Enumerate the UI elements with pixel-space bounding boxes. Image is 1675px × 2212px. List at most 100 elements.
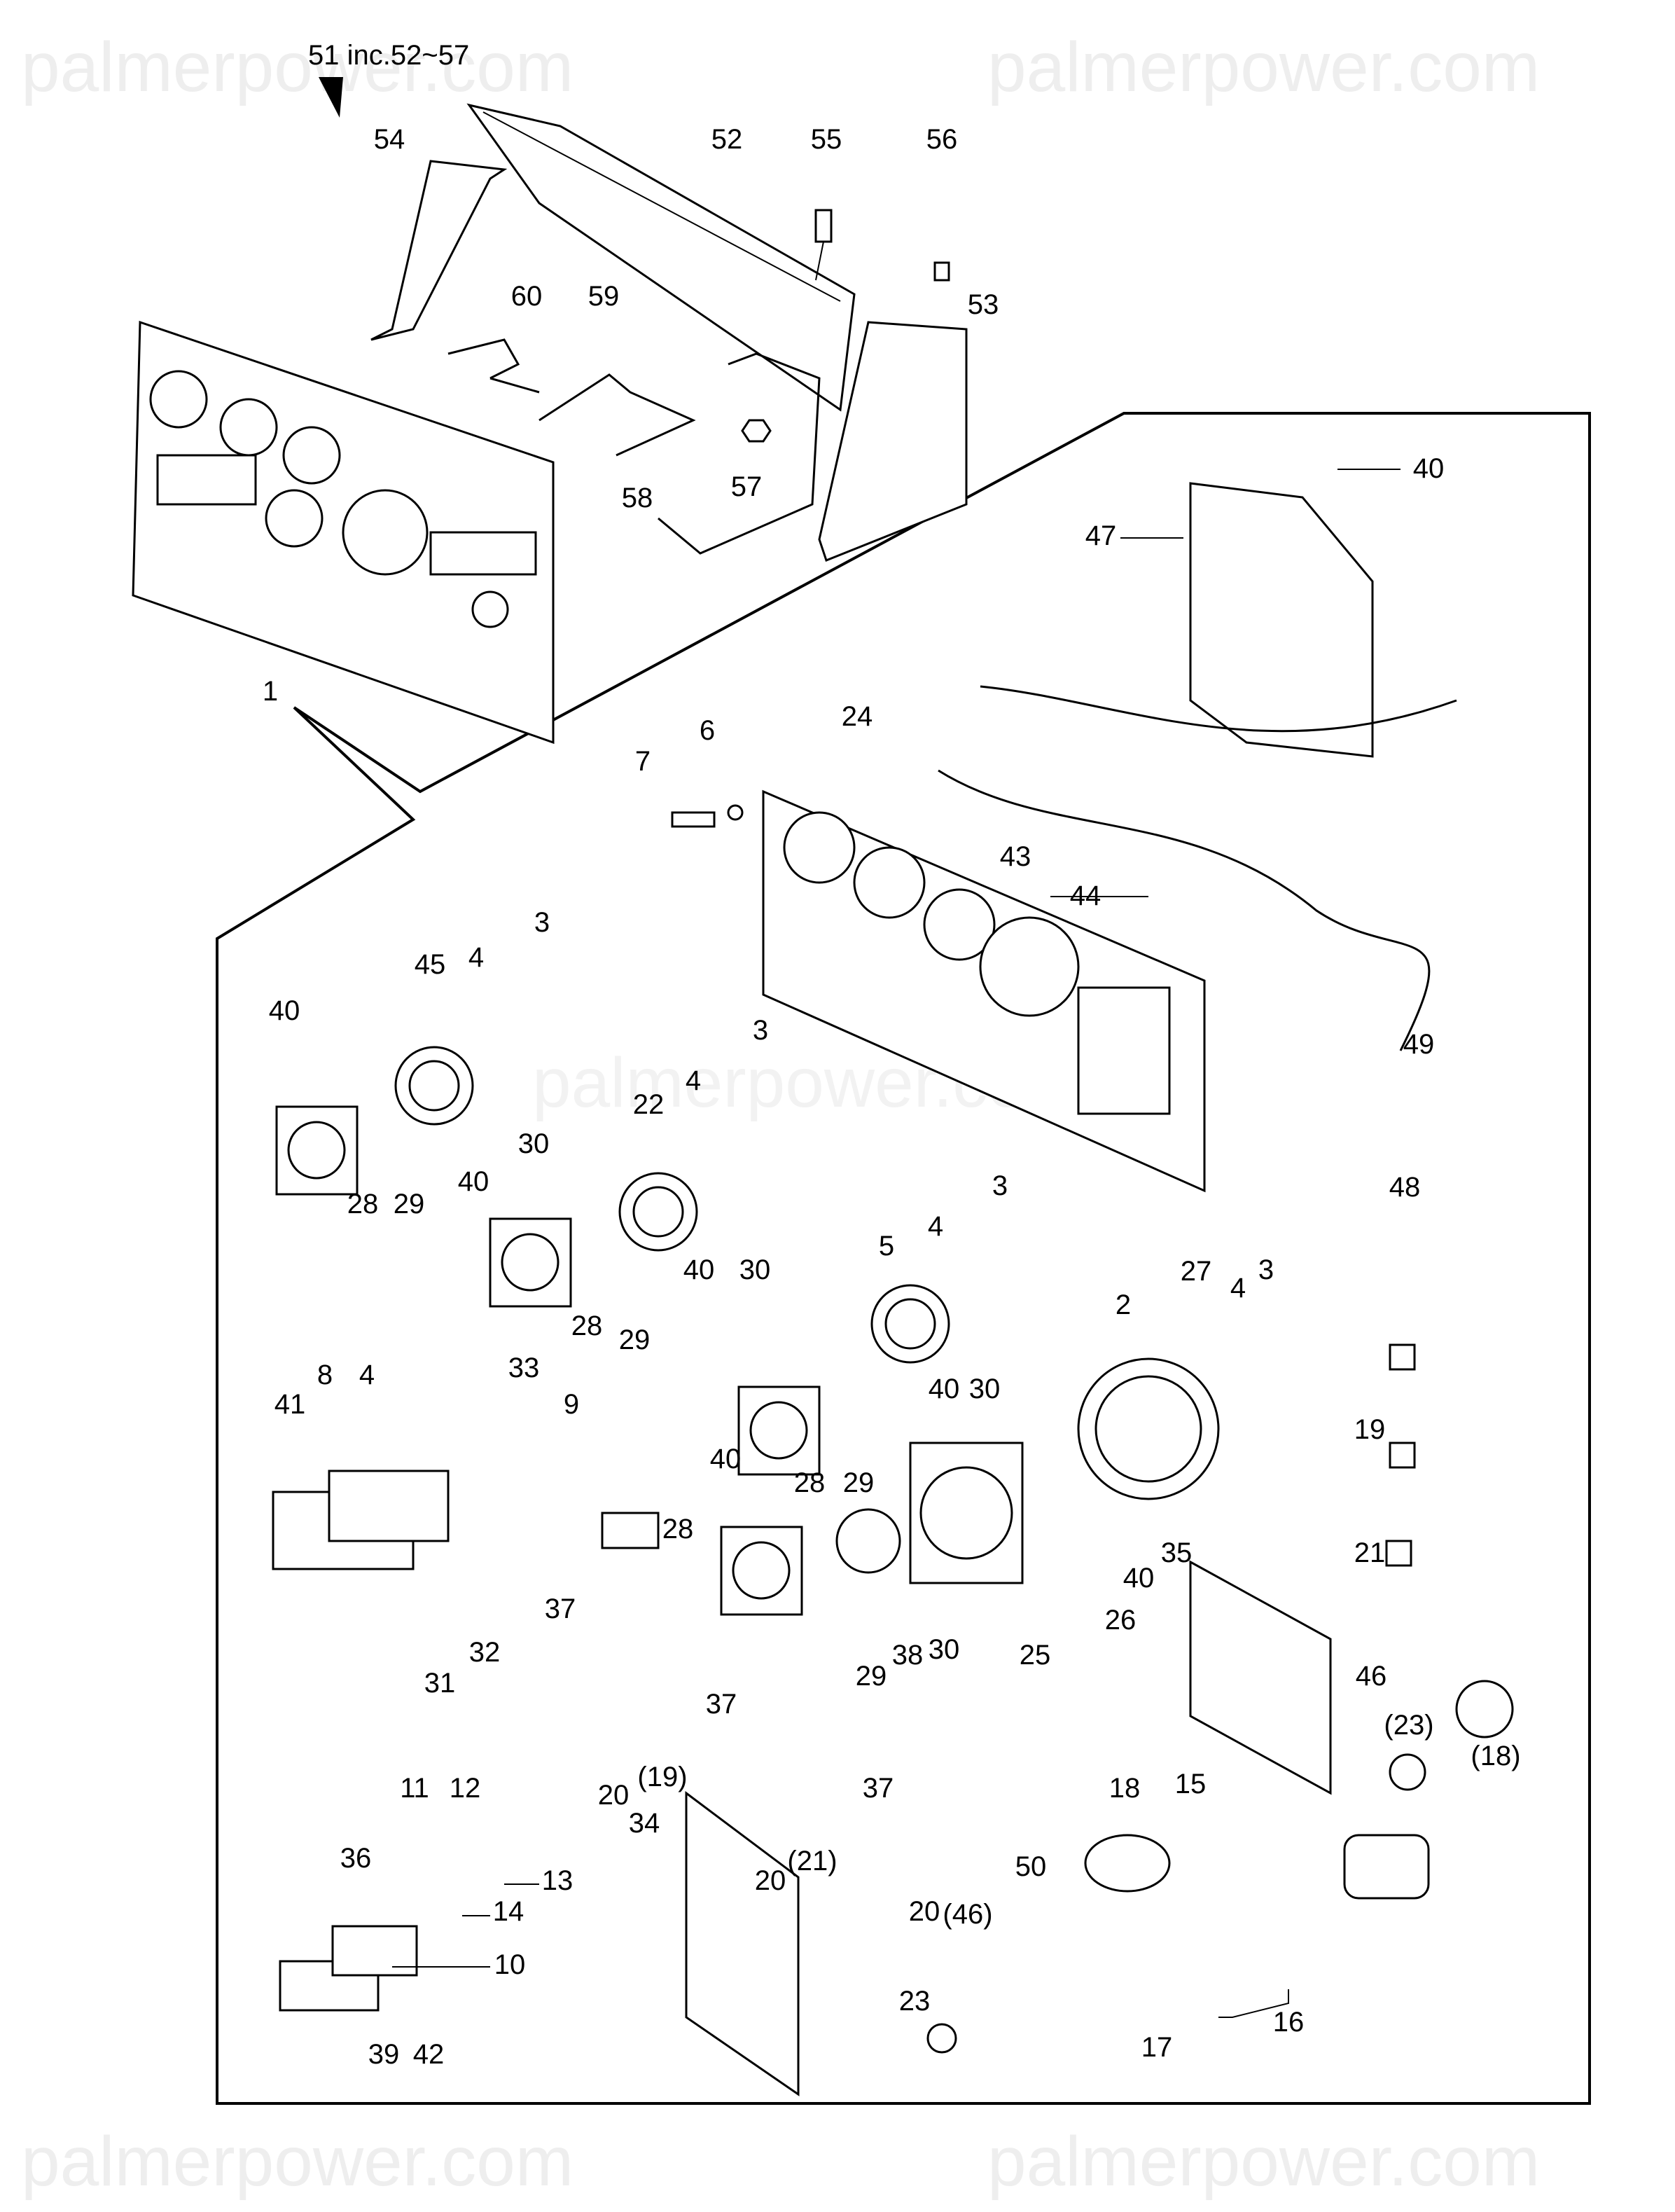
label-9: 9 — [564, 1389, 579, 1420]
label-18: 18 — [1109, 1773, 1141, 1804]
part-6-washer — [727, 804, 744, 821]
label-29-a: 29 — [394, 1189, 425, 1219]
label-40-g: 40 — [1123, 1563, 1155, 1594]
label-19: 19 — [1354, 1414, 1386, 1445]
part-28-frame-d — [720, 1526, 803, 1616]
label-25: 25 — [1020, 1640, 1051, 1671]
label-3-d: 3 — [1258, 1254, 1274, 1285]
label-37-b: 37 — [706, 1689, 737, 1720]
part-21-toggle-switch — [1389, 1442, 1416, 1469]
label-24: 24 — [842, 701, 873, 732]
label-52: 52 — [711, 124, 743, 155]
label-29-c: 29 — [843, 1467, 875, 1498]
label-4-c: 4 — [928, 1211, 943, 1242]
label-34: 34 — [629, 1808, 660, 1839]
arrow-icon — [319, 77, 343, 118]
label-37-c: 37 — [863, 1773, 894, 1804]
label-5: 5 — [879, 1231, 894, 1261]
label-53: 53 — [968, 289, 999, 320]
watermark-top-right: palmerpower.com — [987, 28, 1540, 106]
label-1: 1 — [263, 676, 278, 707]
watermark-bottom-right: palmerpower.com — [987, 2122, 1540, 2201]
label-54: 54 — [374, 124, 405, 155]
label-2: 2 — [1115, 1290, 1131, 1320]
part-9-connector — [601, 1512, 660, 1549]
label-13: 13 — [542, 1865, 574, 1896]
label-42: 42 — [413, 2039, 445, 2070]
label-47: 47 — [1085, 520, 1117, 551]
part-7-screw — [671, 811, 716, 828]
label-14: 14 — [493, 1896, 524, 1927]
label-23-ref: (23) — [1384, 1710, 1433, 1741]
label-15: 15 — [1175, 1769, 1207, 1799]
part-19-toggle-switch — [1389, 1343, 1416, 1371]
label-43: 43 — [1000, 841, 1031, 872]
part-59-plate — [538, 373, 696, 457]
label-59: 59 — [588, 281, 620, 312]
exploded-view-frame — [216, 412, 1591, 2105]
part-55-bolt — [814, 209, 833, 281]
part-22-gauge — [618, 1172, 698, 1252]
label-28-c: 28 — [794, 1467, 826, 1498]
label-26: 26 — [1105, 1605, 1137, 1636]
label-4-e: 4 — [359, 1360, 375, 1390]
label-57: 57 — [731, 471, 763, 502]
label-6: 6 — [700, 715, 715, 746]
label-29-d: 29 — [856, 1661, 887, 1692]
label-19-ref: (19) — [637, 1762, 687, 1792]
label-20-b: 20 — [755, 1865, 786, 1896]
part-53-bracket — [818, 321, 968, 562]
part-24-mounting-board — [762, 789, 1206, 1193]
label-11: 11 — [400, 1773, 429, 1804]
part-32-lamp-panel — [328, 1470, 450, 1542]
label-10: 10 — [494, 1949, 526, 1980]
label-46-ref: (46) — [943, 1899, 992, 1930]
part-34-plate — [685, 1791, 800, 2096]
label-40-b: 40 — [269, 995, 300, 1026]
label-4-b: 4 — [686, 1065, 701, 1096]
part-16-key-switch — [1343, 1834, 1430, 1900]
part-10-switch — [279, 1925, 418, 2012]
label-16: 16 — [1273, 2007, 1305, 2038]
label-40-d: 40 — [683, 1254, 715, 1285]
part-56-screw — [933, 261, 950, 282]
part-52-cover — [466, 103, 856, 412]
part-57-nut — [741, 419, 772, 443]
label-4-a: 4 — [468, 942, 484, 973]
part-25-frame — [909, 1442, 1024, 1584]
label-40-e: 40 — [929, 1374, 960, 1404]
label-38: 38 — [892, 1640, 924, 1671]
leader-lines — [392, 469, 1401, 2018]
label-49: 49 — [1403, 1029, 1435, 1060]
label-3-c: 3 — [992, 1170, 1008, 1201]
label-8: 8 — [317, 1360, 333, 1390]
watermarks: palmerpower.com palmerpower.com palmerpo… — [21, 28, 1540, 2201]
label-21-ref: (21) — [787, 1846, 837, 1876]
part-60-plate — [447, 338, 540, 394]
part-58-bracket — [658, 352, 821, 555]
part-1-instrument-panel — [132, 320, 555, 745]
label-3-b: 3 — [753, 1015, 768, 1046]
label-60: 60 — [511, 281, 543, 312]
label-30-b: 30 — [739, 1254, 771, 1285]
label-50: 50 — [1015, 1851, 1047, 1882]
part-35-switch-panel — [1189, 1560, 1332, 1795]
label-30-d: 30 — [929, 1634, 960, 1665]
part-28-frame-a — [275, 1105, 359, 1196]
label-7: 7 — [635, 746, 651, 777]
label-29-b: 29 — [619, 1325, 651, 1355]
label-55: 55 — [811, 124, 842, 155]
watermark-top-left: palmerpower.com — [21, 28, 574, 106]
label-27: 27 — [1181, 1256, 1212, 1287]
part-54-bracket — [370, 160, 508, 341]
label-41: 41 — [274, 1389, 306, 1420]
watermark-bottom-left: palmerpower.com — [21, 2122, 574, 2201]
label-31: 31 — [424, 1668, 456, 1699]
label-30-a: 30 — [518, 1128, 550, 1159]
label-56: 56 — [926, 124, 958, 155]
label-4-d: 4 — [1230, 1273, 1246, 1304]
part-23p-nut — [1389, 1753, 1426, 1791]
label-30-c: 30 — [969, 1374, 1001, 1404]
label-28-b: 28 — [571, 1311, 603, 1341]
